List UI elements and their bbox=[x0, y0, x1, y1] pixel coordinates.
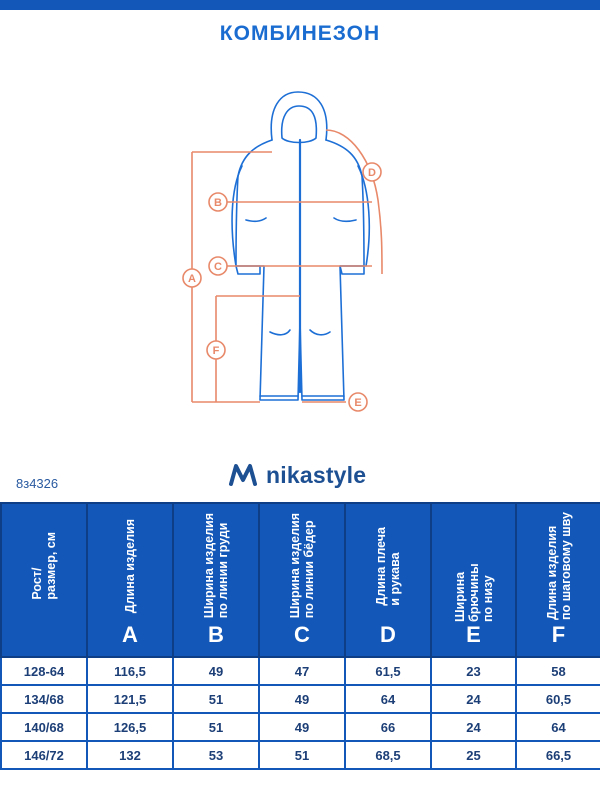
cell-d: 68,5 bbox=[344, 740, 432, 770]
cell-f: 58 bbox=[515, 656, 600, 686]
label-f: F bbox=[206, 340, 226, 360]
brand-name: nikastyle bbox=[266, 461, 367, 488]
column-header-size: Рост/ размер, см bbox=[0, 502, 88, 658]
brand-logo: nikastyle bbox=[228, 458, 366, 492]
cell-b: 51 bbox=[172, 684, 260, 714]
label-e: E bbox=[348, 392, 368, 412]
svg-text:F: F bbox=[213, 345, 220, 357]
cell-e: 23 bbox=[430, 656, 517, 686]
cell-e: 24 bbox=[430, 712, 517, 742]
cell-c: 47 bbox=[258, 656, 346, 686]
cell-size: 146/72 bbox=[0, 740, 88, 770]
table-row: 134/68 121,5 51 49 64 24 60,5 bbox=[0, 684, 600, 714]
label-a: A bbox=[182, 268, 202, 288]
article-number: 8з4326 bbox=[16, 476, 59, 491]
cell-a: 121,5 bbox=[86, 684, 174, 714]
cell-d: 61,5 bbox=[344, 656, 432, 686]
svg-text:C: C bbox=[214, 261, 222, 273]
cell-c: 51 bbox=[258, 740, 346, 770]
nikastyle-logo-icon bbox=[229, 464, 257, 486]
label-c: C bbox=[208, 256, 228, 276]
cell-c: 49 bbox=[258, 684, 346, 714]
svg-text:E: E bbox=[354, 397, 361, 409]
cell-f: 66,5 bbox=[515, 740, 600, 770]
cell-e: 25 bbox=[430, 740, 517, 770]
label-b: B bbox=[208, 192, 228, 212]
label-d: D bbox=[362, 162, 382, 182]
cell-d: 66 bbox=[344, 712, 432, 742]
cell-a: 132 bbox=[86, 740, 174, 770]
svg-text:D: D bbox=[368, 167, 376, 179]
cell-size: 134/68 bbox=[0, 684, 88, 714]
cell-f: 60,5 bbox=[515, 684, 600, 714]
table-row: 146/72 132 53 51 68,5 25 66,5 bbox=[0, 740, 600, 770]
cell-b: 49 bbox=[172, 656, 260, 686]
table-row: 128-64 116,5 49 47 61,5 23 58 bbox=[0, 656, 600, 686]
cell-a: 126,5 bbox=[86, 712, 174, 742]
cell-e: 24 bbox=[430, 684, 517, 714]
svg-text:A: A bbox=[188, 273, 196, 285]
cell-a: 116,5 bbox=[86, 656, 174, 686]
cell-b: 53 bbox=[172, 740, 260, 770]
cell-d: 64 bbox=[344, 684, 432, 714]
cell-size: 140/68 bbox=[0, 712, 88, 742]
page-title: КОМБИНЕЗОН bbox=[219, 22, 381, 45]
svg-text:B: B bbox=[214, 197, 222, 209]
table-row: 140/68 126,5 51 49 66 24 64 bbox=[0, 712, 600, 742]
cell-b: 51 bbox=[172, 712, 260, 742]
cell-c: 49 bbox=[258, 712, 346, 742]
cell-f: 64 bbox=[515, 712, 600, 742]
jumpsuit-outline bbox=[231, 91, 371, 401]
jumpsuit-diagram: A B C D E F bbox=[182, 91, 383, 412]
top-bar bbox=[0, 0, 600, 10]
cell-size: 128-64 bbox=[0, 656, 88, 686]
